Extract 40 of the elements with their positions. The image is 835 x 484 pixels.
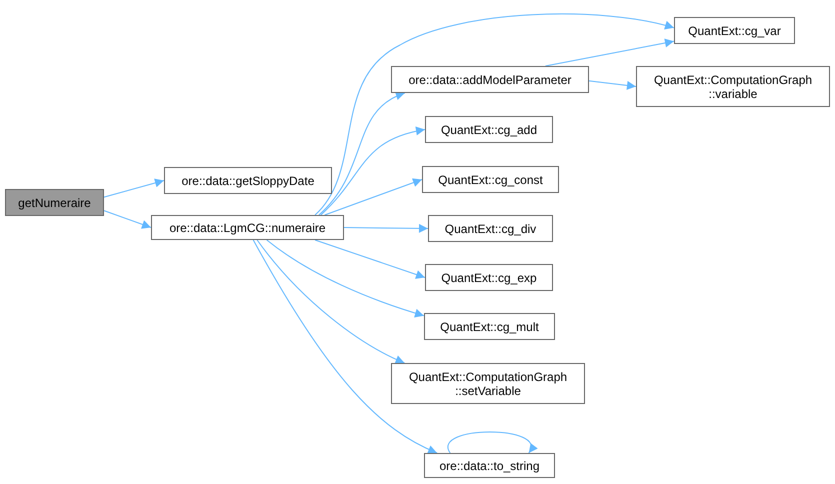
arrow [104, 178, 164, 198]
arrow [266, 240, 424, 318]
function-name: QuantExt::cg_const [438, 172, 543, 186]
arrow [320, 126, 426, 216]
function-name: QuantExt::ComputationGraph ::variable [652, 72, 814, 100]
arrow [588, 80, 636, 90]
function-name: QuantExt::cg_add [440, 122, 538, 136]
function-box [424, 453, 555, 478]
function-name: ore::data::addModelParameter [408, 72, 572, 86]
function-box [425, 264, 553, 291]
function-box [5, 189, 104, 216]
function-name: ore::data::LgmCG::numeraire [169, 220, 326, 234]
arrow [344, 224, 428, 233]
function-box [424, 313, 555, 340]
function-name: QuantExt::cg_exp [441, 270, 537, 284]
function-name: getNumeraire [18, 196, 91, 210]
function-name: QuantExt::cg_var [688, 24, 781, 38]
arrow [314, 240, 426, 279]
arrow [324, 178, 422, 216]
function-name: QuantExt::cg_mult [440, 320, 539, 334]
arrow [104, 210, 152, 229]
function-box [428, 215, 553, 242]
function-box [151, 215, 344, 240]
function-box [422, 166, 559, 193]
arrow [447, 432, 536, 454]
function-box [636, 66, 830, 107]
arrow [256, 240, 406, 364]
arrow [252, 240, 438, 454]
arrow [544, 38, 674, 66]
function-box [674, 17, 795, 44]
function-name: QuantExt::cg_div [444, 222, 536, 236]
function-box [391, 363, 585, 404]
function-name: ore::data::to_string [439, 458, 540, 472]
function-name: QuantExt::ComputationGraph ::setVariable [408, 370, 568, 398]
function-name: ore::data::getSloppyDate [182, 174, 314, 188]
function-box [391, 66, 589, 93]
function-box [164, 167, 332, 194]
arrow [318, 92, 406, 216]
function-box [425, 116, 553, 143]
arrow [314, 13, 674, 216]
